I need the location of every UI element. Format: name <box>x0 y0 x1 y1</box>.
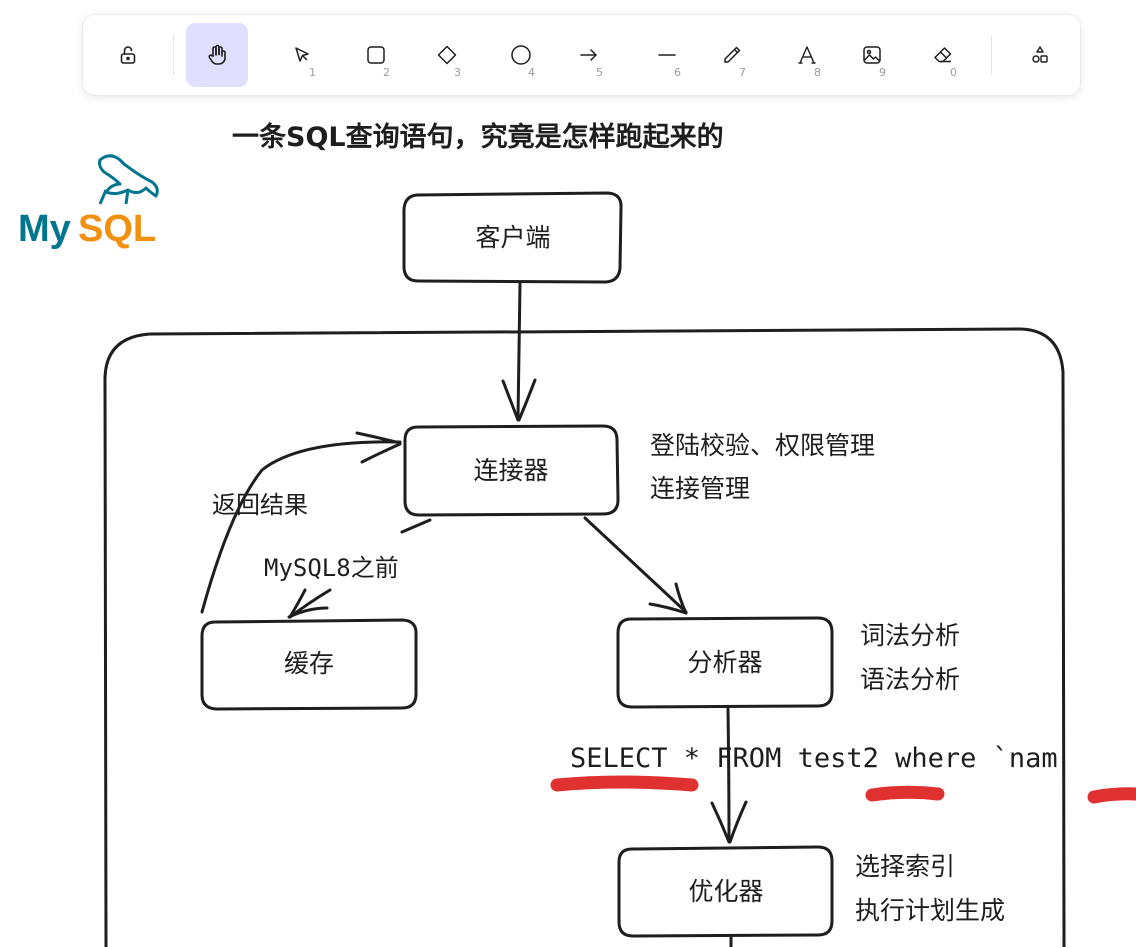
analyzer-note-line2: 语法分析 <box>860 665 960 694</box>
line-icon <box>658 54 676 56</box>
eraser-tool-button[interactable]: 0 <box>912 23 974 87</box>
toolbar: 1 2 3 4 5 6 7 <box>83 15 1080 95</box>
sql-highlights <box>550 775 1136 804</box>
pencil-icon <box>724 46 741 63</box>
lock-icon <box>120 46 136 64</box>
optimizer-note-line2: 执行计划生成 <box>855 896 1005 925</box>
shortcut-key: 6 <box>674 66 681 79</box>
shortcut-key: 5 <box>596 66 603 79</box>
toolbar-divider <box>173 35 174 75</box>
ellipse-tool-button[interactable]: 4 <box>490 23 552 87</box>
toolbar-divider <box>991 35 992 75</box>
lock-tool-button[interactable] <box>97 23 159 87</box>
optimizer-node[interactable]: 优化器 <box>617 845 834 938</box>
analyzer-note-line1: 词法分析 <box>860 621 960 650</box>
circle-icon <box>511 45 531 65</box>
draw-tool-button[interactable]: 7 <box>701 23 763 87</box>
diamond-icon <box>437 45 457 65</box>
sql-statement: SELECT * FROM test2 where `nam <box>570 743 1058 774</box>
cache-label: 缓存 <box>284 649 334 678</box>
client-label: 客户端 <box>475 223 550 252</box>
arrow-right-icon <box>580 49 597 61</box>
cache-node[interactable]: 缓存 <box>200 618 418 711</box>
rectangle-tool-button[interactable]: 2 <box>345 23 407 87</box>
square-icon <box>367 46 385 64</box>
hand-tool-button[interactable] <box>186 23 248 87</box>
text-icon <box>798 46 816 64</box>
connector-label: 连接器 <box>473 456 548 485</box>
before-mysql8-label: MySQL8之前 <box>264 554 399 582</box>
mysql-logo: My SQL <box>18 154 159 250</box>
logo-text-my: My <box>18 208 71 250</box>
mysql-server-container <box>103 327 1066 947</box>
analyzer-node[interactable]: 分析器 <box>616 616 834 709</box>
connector-note-line1: 登陆校验、权限管理 <box>650 431 875 460</box>
arrow-analyzer-to-optimizer[interactable] <box>710 707 748 844</box>
arrow-connector-to-cache[interactable] <box>287 518 432 619</box>
image-icon <box>863 46 881 64</box>
dolphin-icon <box>98 154 159 198</box>
connector-note-line2: 连接管理 <box>650 474 750 503</box>
client-node[interactable]: 客户端 <box>402 191 623 284</box>
pointer-icon <box>295 47 309 62</box>
drawing-canvas[interactable]: 一条SQL查询语句，究竟是怎样跑起来的 My SQL 客户端 连接器 登陆校验、… <box>0 100 1136 947</box>
shortcut-key: 4 <box>528 66 535 79</box>
image-tool-button[interactable]: 9 <box>841 23 903 87</box>
optimizer-note-line1: 选择索引 <box>855 852 955 881</box>
arrow-client-to-connector[interactable] <box>501 282 537 422</box>
more-shapes-button[interactable] <box>1009 23 1071 87</box>
shortcut-key: 0 <box>950 66 957 79</box>
diamond-tool-button[interactable]: 3 <box>416 23 478 87</box>
selection-tool-button[interactable]: 1 <box>271 23 333 87</box>
hand-icon <box>208 44 226 65</box>
arrow-connector-to-analyzer[interactable] <box>583 516 688 615</box>
text-tool-button[interactable]: 8 <box>776 23 838 87</box>
shortcut-key: 7 <box>739 66 746 79</box>
shortcut-key: 8 <box>814 66 821 79</box>
logo-text-sql: SQL <box>78 208 156 250</box>
arrow-return-result[interactable] <box>200 431 402 614</box>
shortcut-key: 9 <box>879 66 886 79</box>
shortcut-key: 1 <box>309 66 316 79</box>
shortcut-key: 3 <box>454 66 461 79</box>
diagram-title: 一条SQL查询语句，究竟是怎样跑起来的 <box>232 121 724 153</box>
return-result-label: 返回结果 <box>212 491 308 519</box>
shortcut-key: 2 <box>383 66 390 79</box>
optimizer-label: 优化器 <box>688 877 763 906</box>
connector-node[interactable]: 连接器 <box>403 424 620 517</box>
line-tool-button[interactable]: 6 <box>636 23 698 87</box>
arrow-tool-button[interactable]: 5 <box>558 23 620 87</box>
eraser-icon <box>934 47 952 63</box>
analyzer-label: 分析器 <box>687 648 762 677</box>
shapes-icon <box>1032 46 1048 63</box>
